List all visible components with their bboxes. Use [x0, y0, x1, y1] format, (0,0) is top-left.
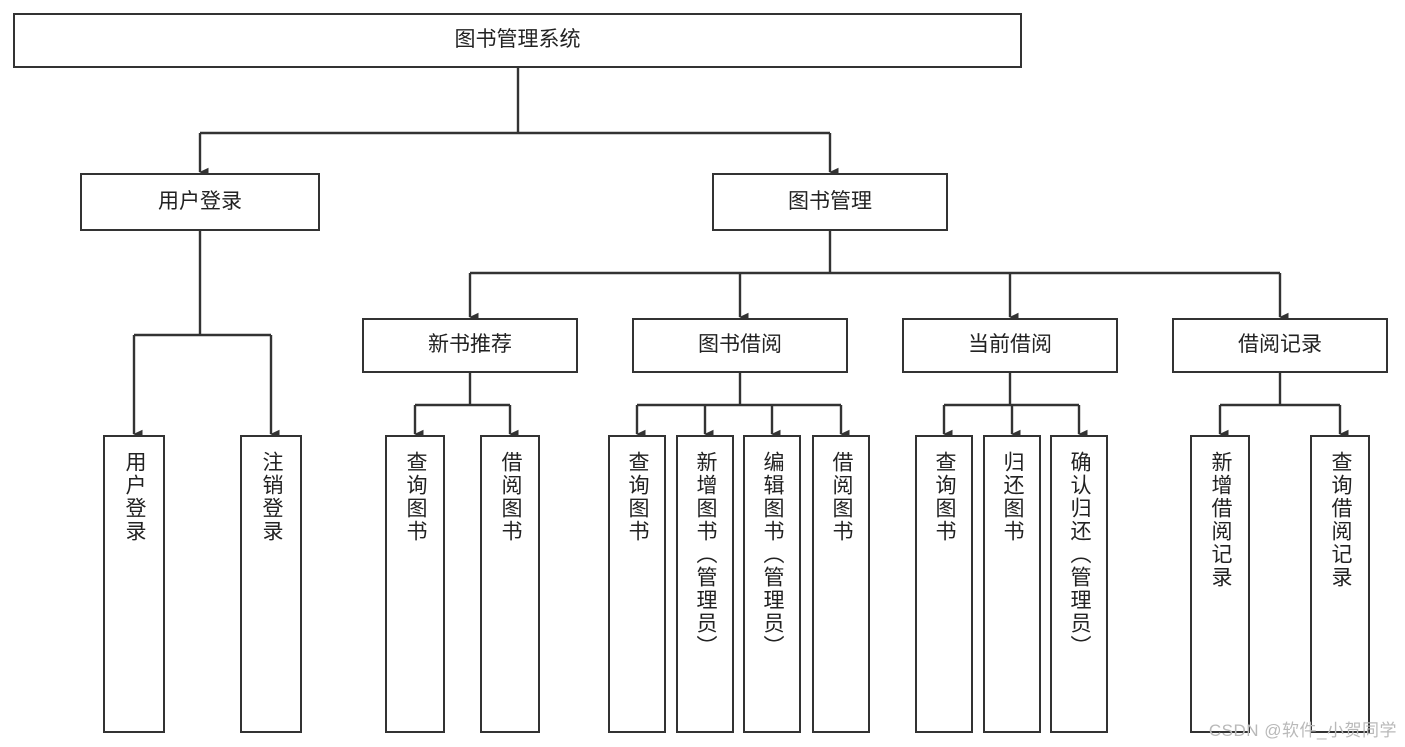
node-user-login-label: 用户登录 — [158, 189, 242, 213]
leaf-confirm-return-label: 确认归还（管理员） — [1068, 451, 1092, 658]
leaf-query-book-3[interactable]: 查询图书 — [915, 435, 973, 733]
leaf-user-login[interactable]: 用户登录 — [103, 435, 165, 733]
leaf-return-book[interactable]: 归还图书 — [983, 435, 1041, 733]
leaf-logout-label: 注销登录 — [260, 451, 284, 543]
node-new-book-recommend[interactable]: 新书推荐 — [362, 318, 578, 373]
connector-group — [132, 68, 1349, 439]
watermark-text: CSDN @软件_小贺同学 — [1208, 721, 1397, 740]
leaf-add-borrow-record-label: 新增借阅记录 — [1209, 451, 1233, 589]
leaf-user-login-label: 用户登录 — [123, 451, 147, 543]
leaf-query-book-3-label: 查询图书 — [933, 451, 957, 543]
node-root[interactable]: 图书管理系统 — [13, 13, 1022, 68]
leaf-query-book-2[interactable]: 查询图书 — [608, 435, 666, 733]
node-root-label: 图书管理系统 — [454, 28, 581, 52]
leaf-query-borrow-record[interactable]: 查询借阅记录 — [1310, 435, 1370, 733]
leaf-edit-book[interactable]: 编辑图书（管理员） — [743, 435, 801, 733]
leaf-add-borrow-record[interactable]: 新增借阅记录 — [1190, 435, 1250, 733]
node-book-borrow[interactable]: 图书借阅 — [632, 318, 848, 373]
leaf-borrow-book-2-label: 借阅图书 — [830, 451, 854, 543]
leaf-borrow-book-1[interactable]: 借阅图书 — [480, 435, 540, 733]
leaf-add-book-label: 新增图书（管理员） — [694, 451, 718, 658]
leaf-query-borrow-record-label: 查询借阅记录 — [1329, 451, 1353, 589]
node-borrow-record[interactable]: 借阅记录 — [1172, 318, 1388, 373]
node-user-login[interactable]: 用户登录 — [80, 173, 320, 231]
leaf-query-book-2-label: 查询图书 — [626, 451, 650, 543]
node-current-borrow[interactable]: 当前借阅 — [902, 318, 1118, 373]
node-book-manage-label: 图书管理 — [788, 189, 872, 213]
leaf-logout[interactable]: 注销登录 — [240, 435, 302, 733]
node-book-manage[interactable]: 图书管理 — [712, 173, 948, 231]
leaf-edit-book-label: 编辑图书（管理员） — [761, 451, 785, 658]
leaf-query-book-1-label: 查询图书 — [404, 451, 428, 543]
leaf-borrow-book-1-label: 借阅图书 — [499, 451, 523, 543]
leaf-add-book[interactable]: 新增图书（管理员） — [676, 435, 734, 733]
leaf-confirm-return[interactable]: 确认归还（管理员） — [1050, 435, 1108, 733]
leaf-query-book-1[interactable]: 查询图书 — [385, 435, 445, 733]
leaf-return-book-label: 归还图书 — [1001, 451, 1025, 543]
node-book-borrow-label: 图书借阅 — [698, 333, 782, 357]
leaf-borrow-book-2[interactable]: 借阅图书 — [812, 435, 870, 733]
node-current-borrow-label: 当前借阅 — [968, 333, 1052, 357]
node-new-book-recommend-label: 新书推荐 — [428, 333, 512, 357]
node-borrow-record-label: 借阅记录 — [1238, 333, 1322, 357]
